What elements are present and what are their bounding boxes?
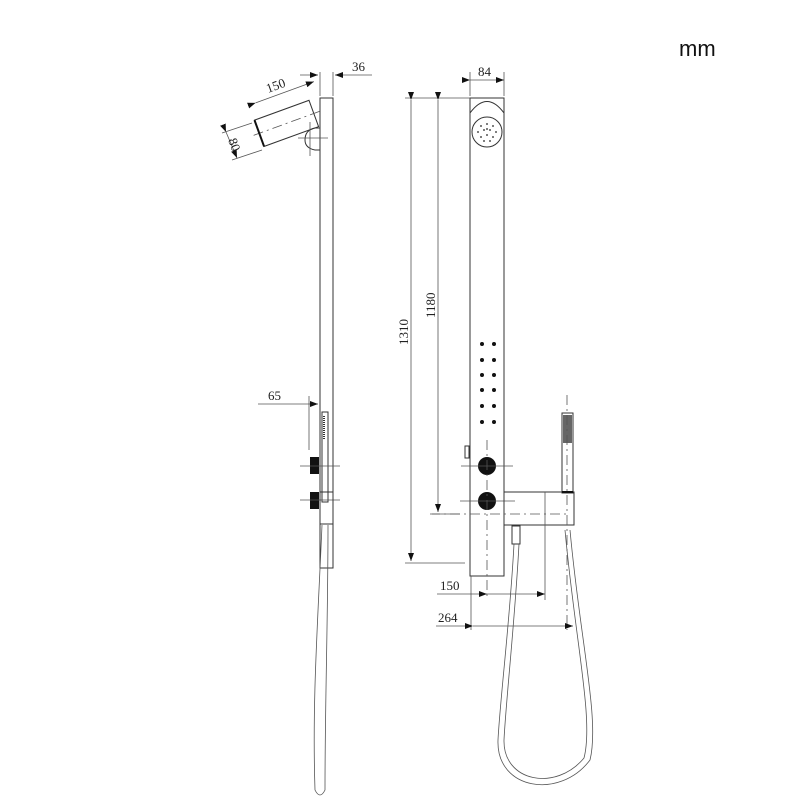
dim-head-to-outlet: 1180 <box>423 292 438 318</box>
dim-outlet-offset: 150 <box>440 578 460 593</box>
body-jets <box>480 342 496 424</box>
shower-head-side <box>253 99 320 148</box>
unit-label: mm <box>679 36 716 61</box>
holder-side <box>319 491 334 525</box>
front-view: 84 1310 <box>396 64 594 785</box>
dim-panel-width: 84 <box>478 64 492 79</box>
knob-upper-side <box>310 457 319 474</box>
handshower-side <box>321 411 329 503</box>
shower-head-rose <box>471 116 503 148</box>
head-bracket <box>304 127 321 151</box>
knob-lower-side <box>310 492 319 509</box>
outlet-block <box>503 491 575 526</box>
handshower-spray-face <box>563 415 572 443</box>
dim-head-height: 80 <box>225 136 244 153</box>
hose-front <box>497 529 594 785</box>
hose-connector <box>511 525 521 545</box>
dim-panel-depth: 36 <box>352 59 366 74</box>
hose-side <box>313 524 329 796</box>
dim-holder-offset: 264 <box>438 610 458 625</box>
dim-head-length: 150 <box>264 75 287 96</box>
dim-handshower-projection: 65 <box>268 388 281 403</box>
diverter-lever <box>464 445 470 459</box>
side-view: 36 150 80 65 <box>220 59 372 796</box>
dim-total-height: 1310 <box>396 319 411 345</box>
